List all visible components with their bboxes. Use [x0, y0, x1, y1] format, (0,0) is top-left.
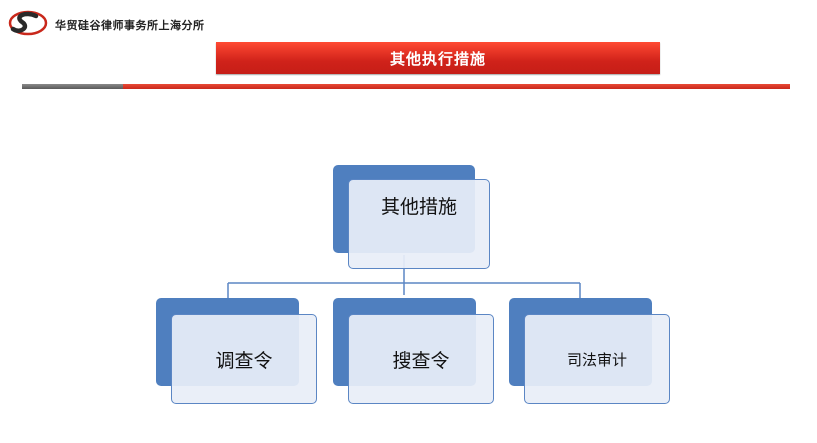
child-node-1-label: 调查令 — [215, 349, 273, 372]
child-node-3-label: 司法审计 — [566, 350, 627, 369]
child-node-2-front: 搜查令 — [348, 314, 494, 404]
root-node-label: 其他措施 — [380, 196, 457, 218]
child-node-1: 调查令 — [156, 298, 318, 406]
header-rule-red — [123, 84, 790, 89]
title-banner: 其他执行措施 — [216, 42, 660, 74]
firm-name: 华贸硅谷律师事务所上海分所 — [55, 19, 205, 32]
firm-logo-icon — [8, 10, 48, 36]
root-node: 其他措施 — [333, 165, 493, 272]
root-node-front: 其他措施 — [348, 179, 490, 269]
child-node-3: 司法审计 — [509, 298, 671, 406]
child-node-2: 搜查令 — [333, 298, 495, 406]
child-node-3-front: 司法审计 — [524, 314, 670, 404]
child-node-2-label: 搜查令 — [392, 349, 450, 372]
child-node-1-front: 调查令 — [171, 314, 317, 404]
header-rule-gray — [22, 84, 123, 89]
page-title: 其他执行措施 — [389, 50, 486, 68]
